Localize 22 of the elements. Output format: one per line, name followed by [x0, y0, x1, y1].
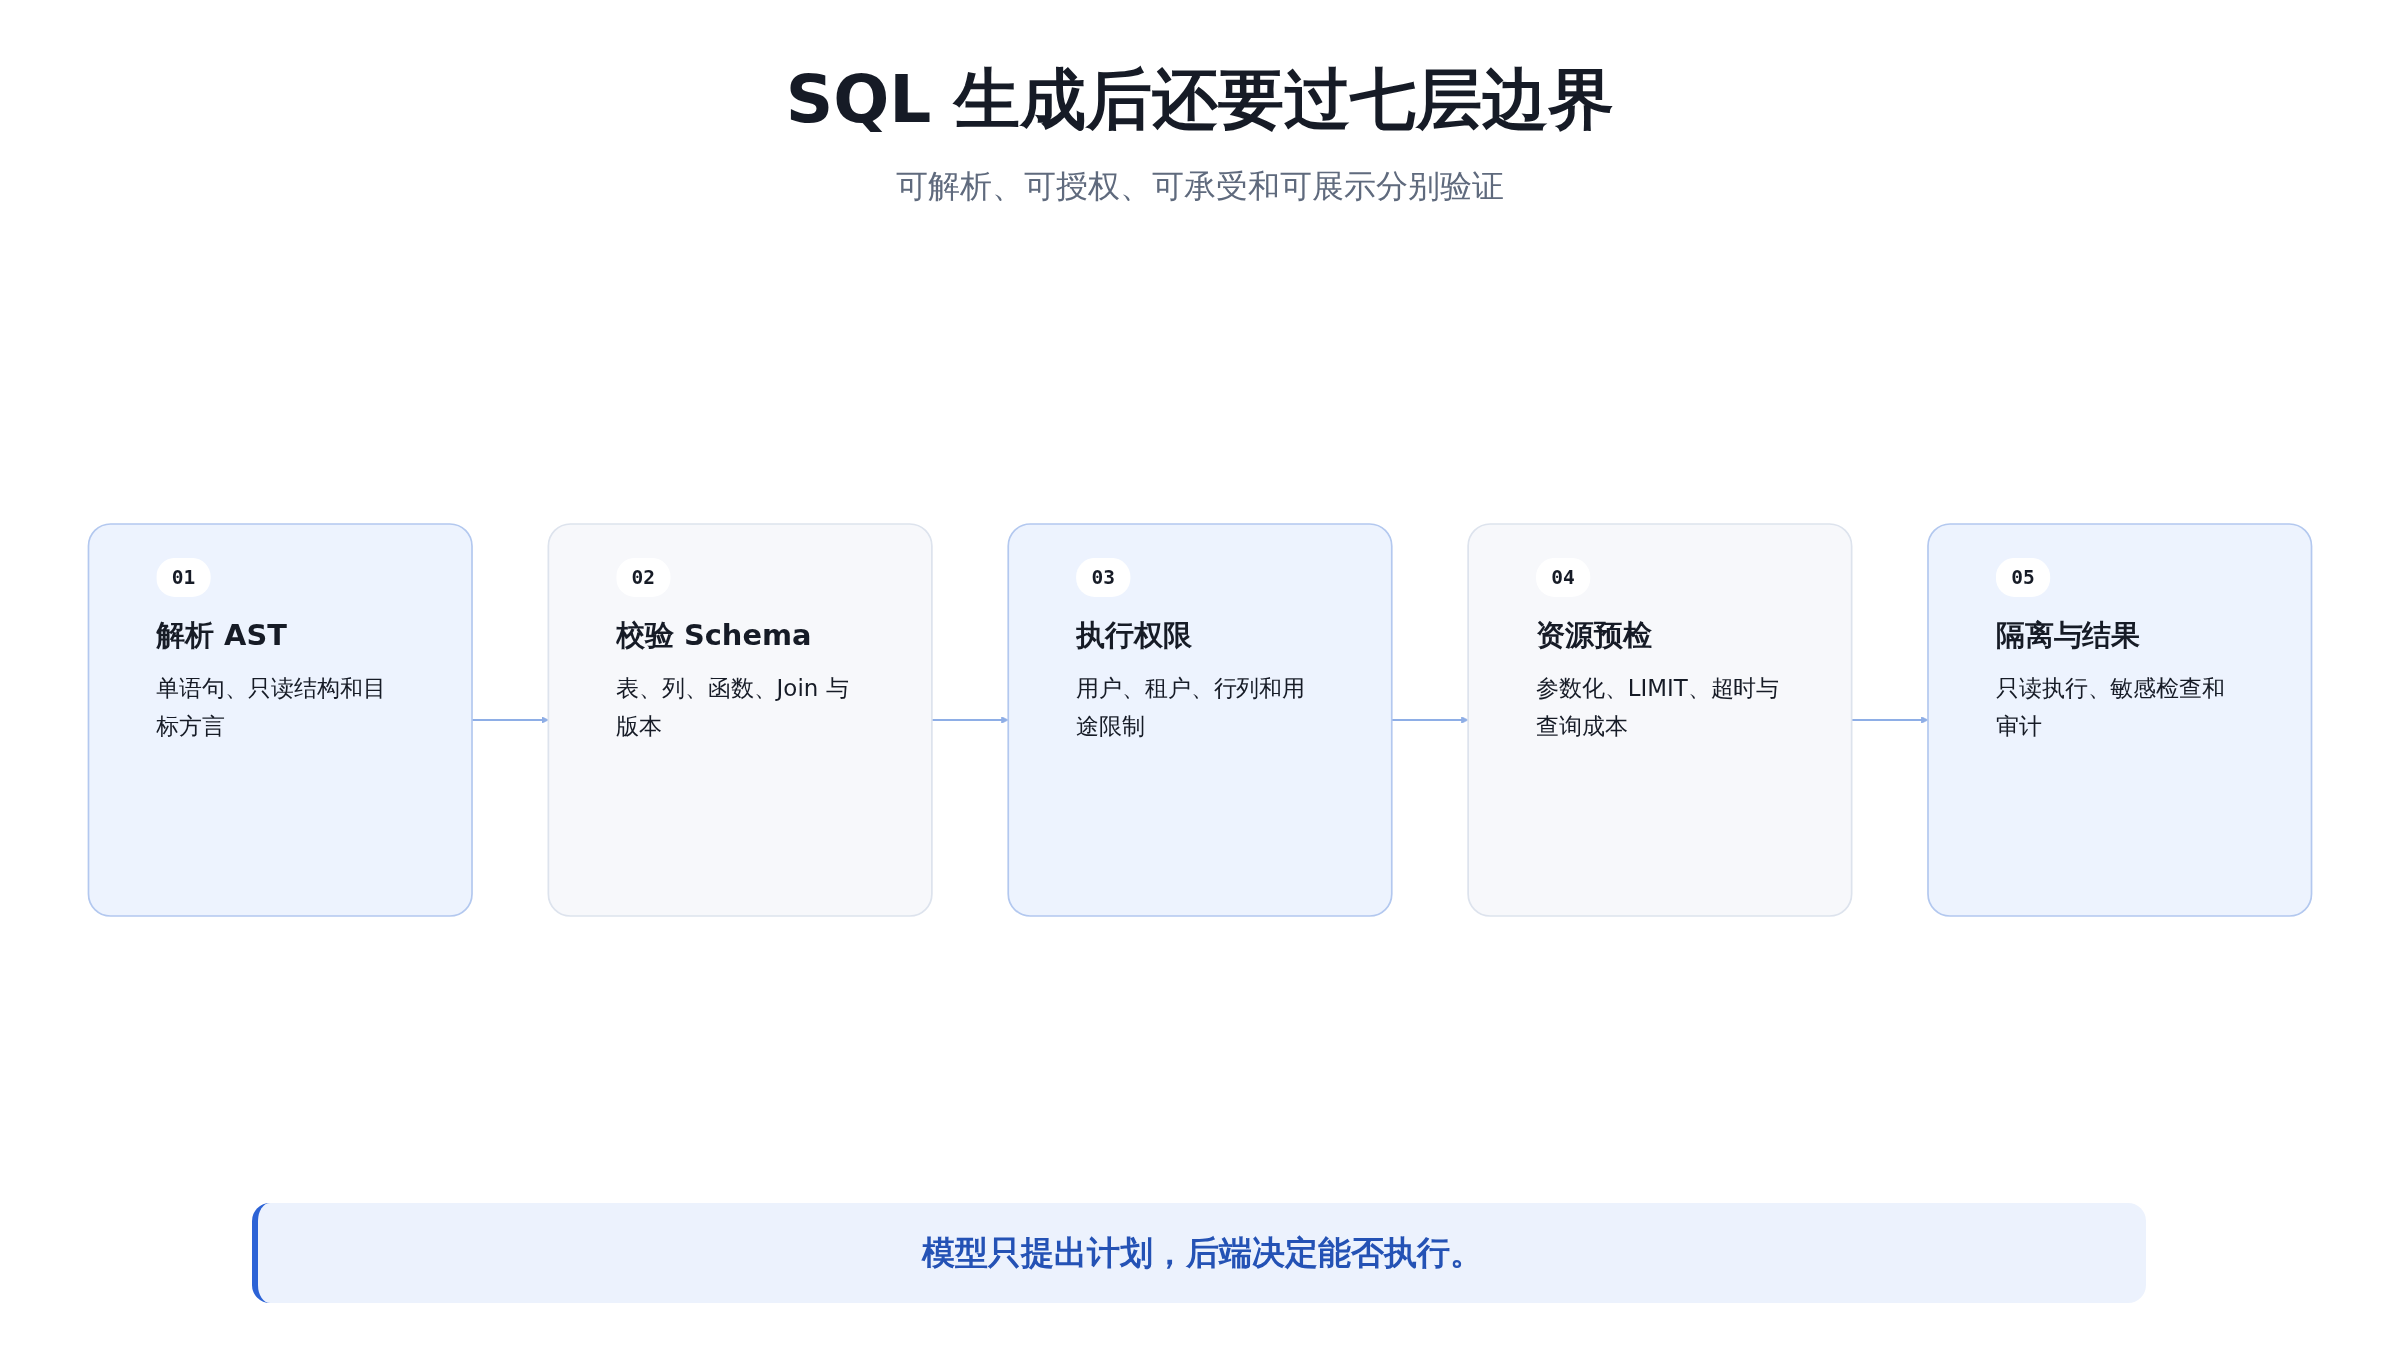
step-card	[1007, 523, 1393, 917]
step-description: 只读执行、敏感检查和审计	[1995, 674, 2226, 741]
diagram-title: SQL 生成后还要过七层边界	[785, 61, 1615, 138]
step-description: 表、列、函数、Join 与版本	[616, 674, 850, 741]
step-card	[1927, 523, 2313, 917]
arrow	[1851, 716, 1929, 724]
arrow	[931, 716, 1009, 724]
step-title: 执行权限	[1076, 617, 1192, 655]
step-title: 隔离与结果	[1995, 617, 2141, 655]
step-card	[547, 523, 933, 917]
step-description: 单语句、只读结构和目标方言	[156, 674, 387, 741]
subtitle: 可解析、可授权、可承受和可展示分别验证	[896, 167, 1504, 205]
step-title: 校验 Schema	[616, 617, 812, 655]
step-description: 参数化、LIMIT、超时与查询成本	[1536, 674, 1781, 741]
arrow	[472, 716, 549, 724]
step-card	[1467, 523, 1853, 917]
callout-banner: 模型只提出计划，后端决定能否执行。	[252, 1203, 2146, 1303]
step-card	[87, 523, 473, 917]
step-title: 资源预检	[1536, 617, 1652, 655]
step-description: 用户、租户、行列和用途限制	[1076, 674, 1307, 741]
arrow	[1391, 716, 1469, 724]
step-title: 解析 AST	[156, 617, 287, 655]
